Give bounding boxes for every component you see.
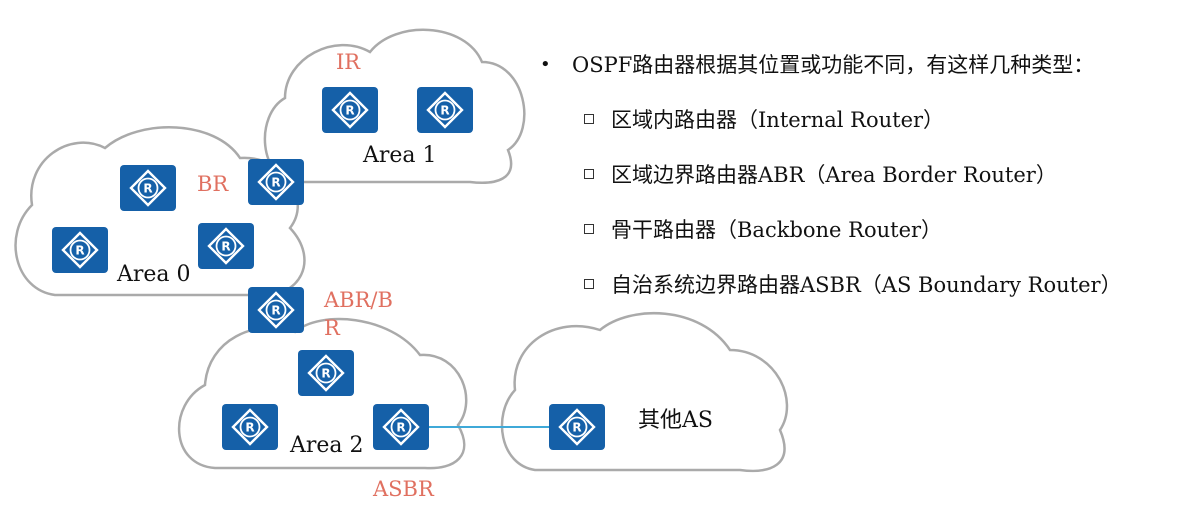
area-2-label: Area 2 xyxy=(290,433,364,458)
router-icon xyxy=(246,285,306,335)
list-item-text: 区域边界路由器ABR（Area Border Router） xyxy=(611,163,1057,187)
list-item-text: 骨干路由器（Backbone Router） xyxy=(611,218,943,242)
router-icon xyxy=(50,225,110,275)
list-item: 区域边界路由器ABR（Area Border Router） xyxy=(540,156,1122,192)
router-icon xyxy=(320,85,380,135)
list-heading: • OSPF路由器根据其位置或功能不同，有这样几种类型： xyxy=(540,46,1122,82)
square-bullet-icon xyxy=(584,279,594,289)
list-item: 区域内路由器（Internal Router） xyxy=(540,101,1122,137)
list-item-text: 区域内路由器（Internal Router） xyxy=(611,108,945,132)
abr-br-label-line2: R xyxy=(324,316,340,340)
cloud-area-1 xyxy=(263,28,526,184)
square-bullet-icon xyxy=(584,169,594,179)
router-icon xyxy=(246,157,306,207)
cloud-other-as xyxy=(500,312,789,473)
asbr-label: ASBR xyxy=(373,477,434,501)
br-label: BR xyxy=(197,172,229,196)
area-0-label: Area 0 xyxy=(117,262,191,287)
router-icon xyxy=(118,163,178,213)
router-icon xyxy=(371,402,431,452)
router-icon xyxy=(415,85,475,135)
router-icon xyxy=(220,402,280,452)
square-bullet-icon xyxy=(584,114,594,124)
list-item: 骨干路由器（Backbone Router） xyxy=(540,211,1122,247)
router-icon xyxy=(296,348,356,398)
heading-text: OSPF路由器根据其位置或功能不同，有这样几种类型： xyxy=(572,53,1095,77)
abr-br-label-line1: ABR/B xyxy=(324,288,393,312)
router-types-list: • OSPF路由器根据其位置或功能不同，有这样几种类型： 区域内路由器（Inte… xyxy=(540,46,1122,302)
router-icon xyxy=(196,221,256,271)
list-item: 自治系统边界路由器ASBR（AS Boundary Router） xyxy=(540,266,1122,302)
bullet-dot-icon: • xyxy=(540,53,551,75)
ir-label: IR xyxy=(336,50,361,74)
cloud-area-0 xyxy=(14,126,306,297)
area-1-label: Area 1 xyxy=(363,143,437,168)
router-icon xyxy=(547,402,607,452)
list-item-text: 自治系统边界路由器ASBR（AS Boundary Router） xyxy=(611,273,1122,297)
square-bullet-icon xyxy=(584,224,594,234)
other-as-label: 其他AS xyxy=(638,408,713,433)
